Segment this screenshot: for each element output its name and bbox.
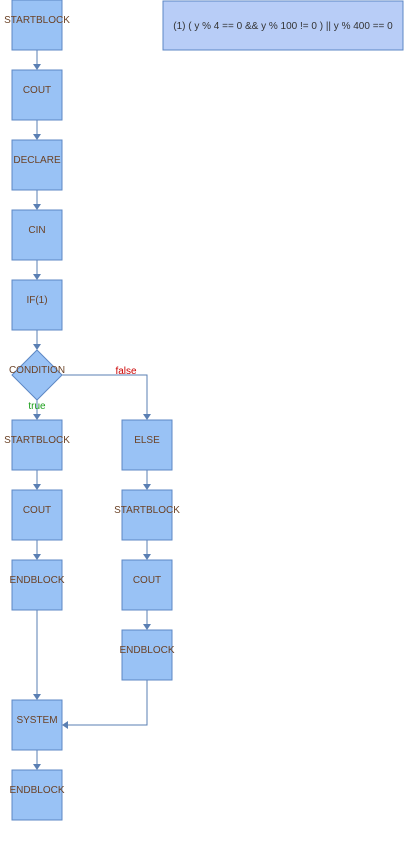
node-box bbox=[121, 419, 173, 471]
node-system[interactable]: SYSTEM bbox=[11, 699, 63, 751]
edge-endblock-false-to-system bbox=[67, 680, 148, 726]
node-box bbox=[11, 489, 63, 541]
edges bbox=[33, 50, 151, 770]
arrowhead bbox=[33, 414, 41, 420]
node-label: ENDBLOCK bbox=[9, 575, 64, 586]
node-else[interactable]: ELSE bbox=[121, 419, 173, 471]
false-label: false bbox=[115, 366, 137, 377]
node-label: COUT bbox=[23, 85, 51, 96]
node-cout-1[interactable]: COUT bbox=[11, 69, 63, 121]
node-declare[interactable]: DECLARE bbox=[11, 139, 63, 191]
node-label: COUT bbox=[23, 505, 51, 516]
node-condition[interactable]: CONDITION bbox=[9, 349, 65, 401]
arrowhead bbox=[33, 484, 41, 490]
node-label: IF(1) bbox=[26, 295, 47, 306]
arrowhead bbox=[143, 484, 151, 490]
arrowhead bbox=[33, 204, 41, 210]
arrowhead bbox=[33, 344, 41, 350]
node-cin[interactable]: CIN bbox=[11, 209, 63, 261]
node-box bbox=[11, 699, 63, 751]
condition-note-text: (1) ( y % 4 == 0 && y % 100 != 0 ) || y … bbox=[173, 21, 393, 32]
node-startblock-main[interactable]: STARTBLOCK bbox=[4, 0, 70, 51]
node-box bbox=[11, 0, 63, 51]
node-label: STARTBLOCK bbox=[4, 435, 70, 446]
node-label: ELSE bbox=[134, 435, 160, 446]
node-label: STARTBLOCK bbox=[114, 505, 180, 516]
node-if-1[interactable]: IF(1) bbox=[11, 279, 63, 331]
node-label: CIN bbox=[28, 225, 45, 236]
node-box bbox=[121, 489, 173, 541]
node-endblock-false[interactable]: ENDBLOCK bbox=[119, 629, 175, 681]
edge-condition-false bbox=[62, 374, 148, 415]
node-label: ENDBLOCK bbox=[9, 785, 64, 796]
arrowhead bbox=[33, 274, 41, 280]
node-label: ENDBLOCK bbox=[119, 645, 174, 656]
arrowhead bbox=[33, 554, 41, 560]
arrowhead bbox=[33, 764, 41, 770]
condition-note-box bbox=[162, 0, 404, 51]
node-endblock-true[interactable]: ENDBLOCK bbox=[9, 559, 65, 611]
true-label: true bbox=[28, 401, 46, 412]
arrowhead bbox=[143, 554, 151, 560]
node-box bbox=[11, 69, 63, 121]
node-box bbox=[11, 419, 63, 471]
node-startblock-false[interactable]: STARTBLOCK bbox=[114, 489, 180, 541]
arrowhead bbox=[143, 624, 151, 630]
node-box bbox=[121, 559, 173, 611]
arrowhead bbox=[33, 134, 41, 140]
node-label: COUT bbox=[133, 575, 161, 586]
node-box bbox=[11, 769, 63, 821]
arrowhead bbox=[33, 64, 41, 70]
arrowhead bbox=[143, 414, 151, 420]
condition-note: (1) ( y % 4 == 0 && y % 100 != 0 ) || y … bbox=[162, 0, 404, 51]
node-box bbox=[11, 139, 63, 191]
arrowhead bbox=[62, 721, 68, 729]
node-label: DECLARE bbox=[13, 155, 61, 166]
node-label: STARTBLOCK bbox=[4, 15, 70, 26]
node-box bbox=[11, 209, 63, 261]
arrowhead bbox=[33, 694, 41, 700]
node-box bbox=[11, 559, 63, 611]
node-box bbox=[121, 629, 173, 681]
node-cout-true[interactable]: COUT bbox=[11, 489, 63, 541]
node-endblock-main[interactable]: ENDBLOCK bbox=[9, 769, 65, 821]
node-label: SYSTEM bbox=[16, 715, 57, 726]
node-box bbox=[11, 279, 63, 331]
node-label: CONDITION bbox=[9, 365, 65, 376]
node-startblock-true[interactable]: STARTBLOCK bbox=[4, 419, 70, 471]
condition-diamond bbox=[11, 349, 63, 401]
node-cout-false[interactable]: COUT bbox=[121, 559, 173, 611]
